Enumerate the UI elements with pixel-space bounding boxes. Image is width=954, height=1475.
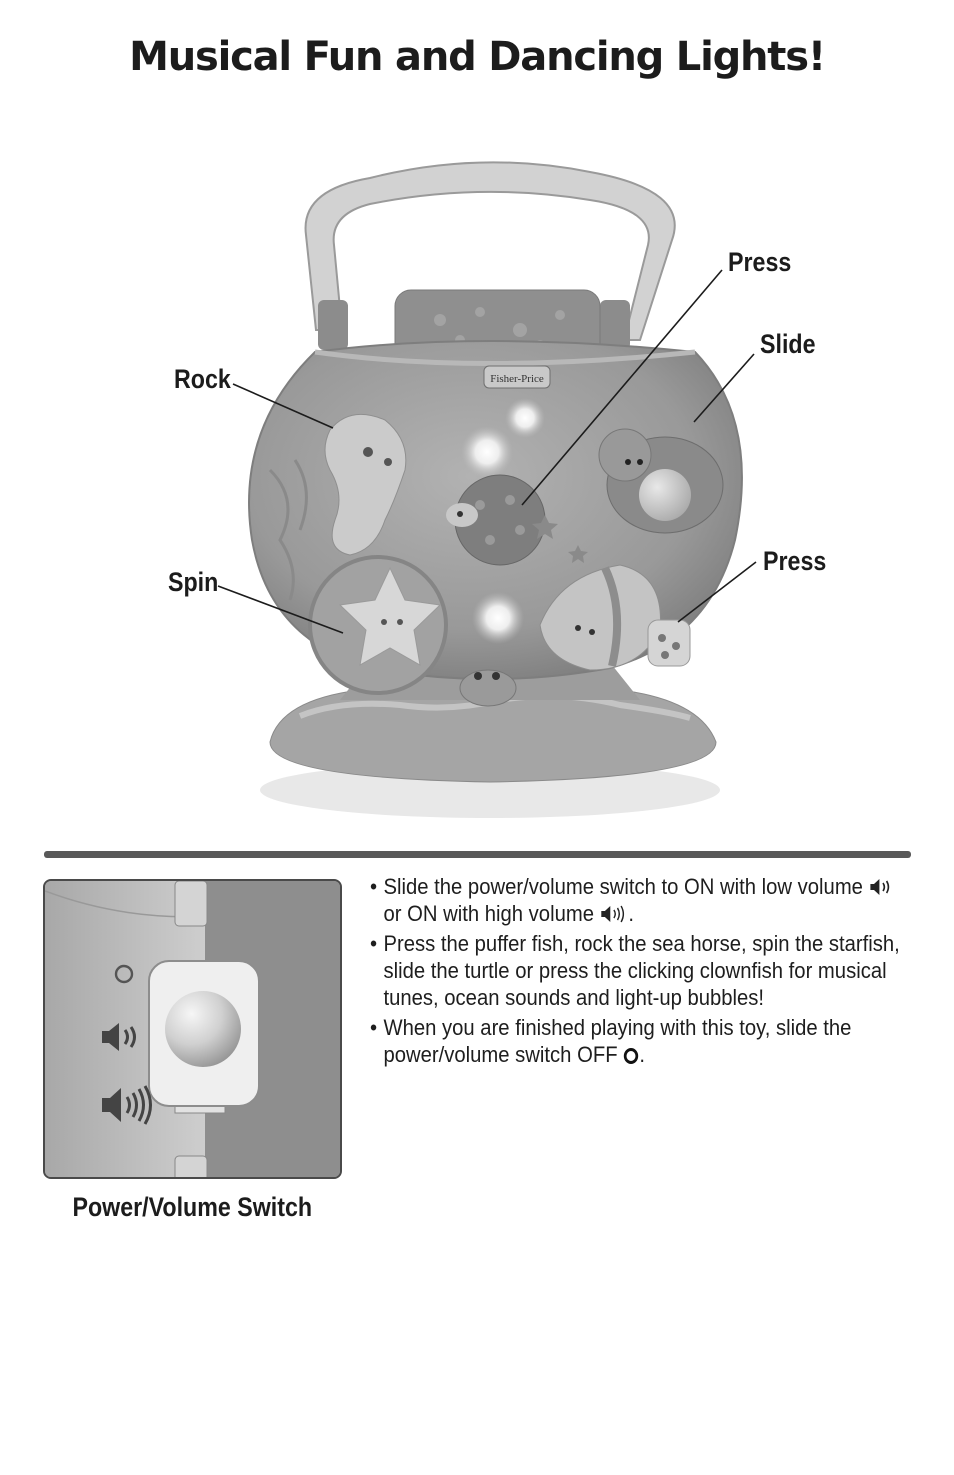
toy-illustration: Fisher-Price xyxy=(217,161,757,818)
toy-handle xyxy=(304,161,676,341)
switch-caption: Power/Volume Switch xyxy=(43,1192,342,1223)
callout-spin: Spin xyxy=(168,567,219,597)
callout-press-bottom: Press xyxy=(763,546,827,576)
instruction-1-text-a: Slide the power/volume switch to ON with… xyxy=(383,874,863,899)
bullet: • xyxy=(370,874,378,899)
switch-closeup xyxy=(43,879,342,1179)
bullet: • xyxy=(370,931,378,956)
high-volume-icon xyxy=(601,905,625,923)
section-divider xyxy=(44,851,911,858)
instruction-3-text-a: When you are finished playing with this … xyxy=(383,1015,852,1067)
off-circle-icon xyxy=(624,1048,639,1064)
instruction-3-text-b: . xyxy=(639,1042,646,1067)
switch-caption-text: Power/Volume Switch xyxy=(72,1192,313,1222)
instruction-item-1: • Slide the power/volume switch to ON wi… xyxy=(370,873,910,927)
starfish xyxy=(338,566,442,666)
callout-rock: Rock xyxy=(174,364,231,394)
instruction-item-3: • When you are finished playing with thi… xyxy=(370,1014,910,1068)
high-volume-icon xyxy=(102,1085,152,1125)
page-title: Musical Fun and Dancing Lights! xyxy=(129,34,826,80)
switch-knob xyxy=(165,991,241,1067)
seahorse xyxy=(324,413,407,556)
instruction-1-text-b: or ON with high volume xyxy=(383,901,594,926)
instruction-item-2: • Press the puffer fish, rock the sea ho… xyxy=(370,930,910,1011)
leader-slide xyxy=(693,353,755,423)
brand-logo xyxy=(483,365,551,389)
callout-slide: Slide xyxy=(760,329,816,359)
low-volume-icon xyxy=(870,879,890,895)
bullet: • xyxy=(370,1015,378,1040)
switch-closeup-art xyxy=(45,881,340,1177)
off-circle-icon xyxy=(114,964,134,984)
leader-spin xyxy=(217,585,344,634)
crab xyxy=(459,669,517,707)
toy-base xyxy=(269,689,717,783)
callout-press-top: Press xyxy=(728,247,792,277)
low-volume-icon xyxy=(102,1023,136,1051)
leader-press-top xyxy=(521,269,723,506)
brand-logo-text: Fisher-Price xyxy=(490,373,544,385)
leader-press-bottom xyxy=(677,561,757,623)
instruction-2-text: Press the puffer fish, rock the sea hors… xyxy=(383,931,900,1010)
instruction-1-text-c: . xyxy=(628,901,635,926)
leader-rock xyxy=(232,383,334,429)
instructions-list: • Slide the power/volume switch to ON wi… xyxy=(370,873,900,1071)
